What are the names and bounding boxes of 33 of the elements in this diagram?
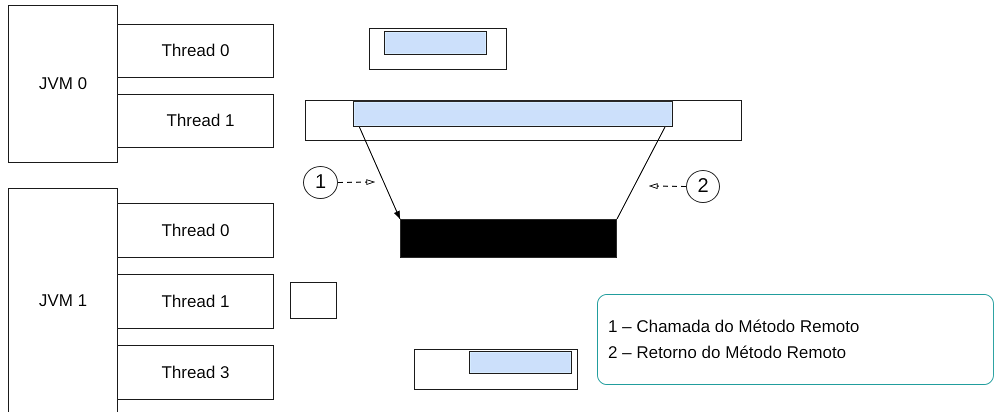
block-box [414, 349, 578, 390]
connector-line [616, 126, 666, 220]
legend-text: 2 – Retorno do Método Remoto [608, 342, 846, 362]
process-box [117, 274, 274, 329]
process-box [117, 203, 274, 258]
block-box [369, 28, 507, 70]
process-box [117, 24, 274, 78]
node-label: Thread 0 [161, 220, 230, 240]
block-box [353, 101, 673, 127]
block-box [384, 31, 487, 55]
node-label: Thread 1 [166, 111, 235, 131]
block-box [290, 282, 337, 319]
process-box [117, 94, 274, 148]
group-box [8, 188, 118, 412]
legend-text: 1 – Chamada do Método Remoto [608, 316, 860, 336]
group-box [8, 5, 118, 163]
block-box [400, 219, 617, 258]
node-label: Thread 0 [161, 41, 230, 61]
block-box [469, 351, 572, 374]
node-label: JVM 0 [38, 74, 88, 94]
node-label: Thread 3 [161, 362, 230, 382]
node-label: JVM 1 [38, 290, 88, 310]
block-box [305, 100, 742, 141]
arrow [650, 183, 686, 189]
callout-circle [303, 166, 338, 199]
callout-number: 1 [314, 171, 326, 194]
arrow [358, 126, 400, 220]
legend-box [597, 294, 994, 385]
process-box [117, 345, 274, 400]
arrow [338, 179, 374, 185]
callout-circle [686, 170, 720, 203]
callout-number: 2 [697, 175, 709, 198]
node-label: Thread 1 [161, 292, 230, 312]
